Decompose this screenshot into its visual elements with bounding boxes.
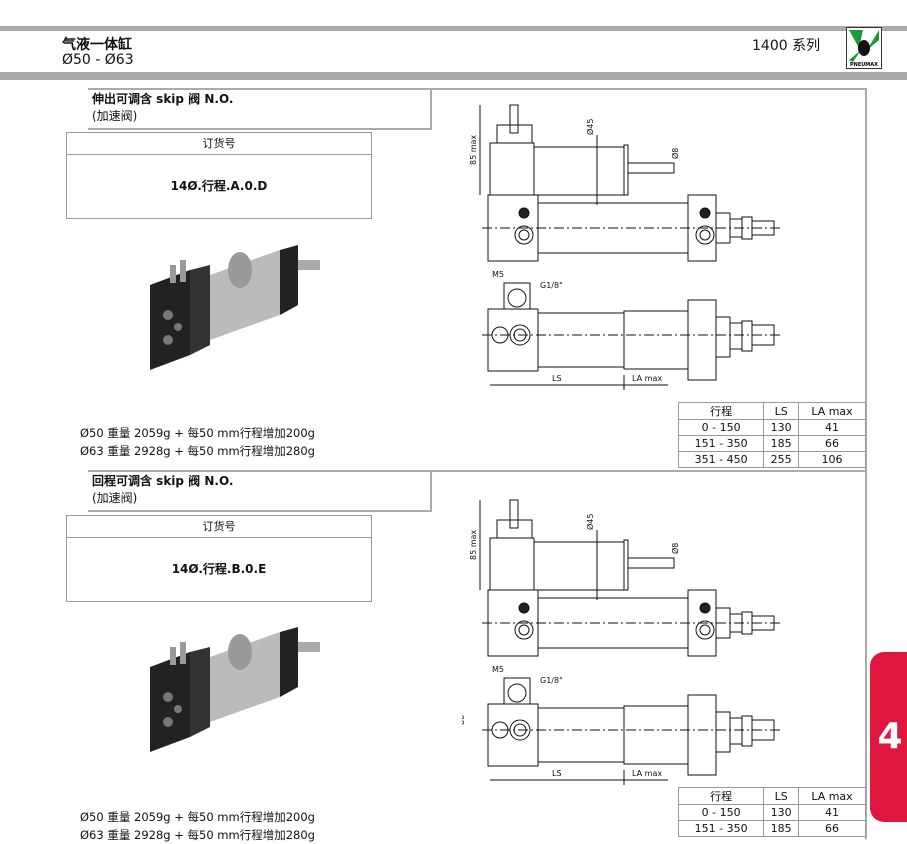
svg-text:G1/8": G1/8" xyxy=(540,676,563,685)
table-cell: 151 - 350 xyxy=(677,820,765,837)
cylinder-photo xyxy=(150,245,320,370)
svg-text:Ø8: Ø8 xyxy=(670,148,680,159)
weight-info: Ø50 重量 2059g + 每50 mm行程增加200g Ø63 重量 292… xyxy=(80,424,315,460)
header-ls: LS xyxy=(763,402,800,420)
header-ls: LS xyxy=(763,787,800,805)
pneumax-logo: PNEUMAX xyxy=(846,27,882,69)
svg-text:LS: LS xyxy=(552,374,562,383)
section-frame xyxy=(88,88,867,470)
header-stroke: 行程 xyxy=(677,402,765,420)
svg-text:Ø45: Ø45 xyxy=(585,119,595,135)
section-title-box: 回程可调含 skip 阀 N.O. (加速阀) xyxy=(88,470,432,512)
table-cell: 185 xyxy=(763,820,800,837)
svg-text:LA max: LA max xyxy=(632,769,662,778)
section-subtitle: (加速阀) xyxy=(92,109,138,123)
order-code: 14Ø.行程.A.0.D xyxy=(170,179,268,193)
svg-text:Ø8: Ø8 xyxy=(670,543,680,554)
svg-text:85 max: 85 max xyxy=(469,530,478,560)
table-cell: 106 xyxy=(798,451,866,468)
table-cell: 0 - 150 xyxy=(677,804,765,821)
svg-text:PNEUMAX: PNEUMAX xyxy=(850,62,878,68)
section-title: 伸出可调含 skip 阀 N.O. xyxy=(92,92,234,106)
weight-line: Ø50 重量 2059g + 每50 mm行程增加200g xyxy=(80,426,315,440)
table-cell: 255 xyxy=(763,451,800,468)
svg-text:LS: LS xyxy=(552,769,562,778)
header-la-max: LA max xyxy=(798,402,866,420)
order-code-label: 订货号 xyxy=(67,516,371,538)
weight-line: Ø63 重量 2928g + 每50 mm行程增加280g xyxy=(80,828,315,842)
chapter-tab: 4 xyxy=(870,652,907,822)
svg-text:85 max: 85 max xyxy=(469,135,478,165)
order-code-label: 订货号 xyxy=(67,133,371,155)
weight-line: Ø50 重量 2059g + 每50 mm行程增加200g xyxy=(80,810,315,824)
svg-text:M5: M5 xyxy=(492,665,504,674)
table-cell: 151 - 350 xyxy=(677,435,765,452)
technical-drawing: 85 max Ø45 Ø8 M5 G1/8" LS LA max xyxy=(469,104,782,390)
order-code-box: 订货号 14Ø.行程.A.0.D xyxy=(66,132,372,219)
section-title-box: 伸出可调含 skip 阀 N.O. (加速阀) xyxy=(88,88,432,130)
svg-text:Ø45: Ø45 xyxy=(585,514,595,530)
svg-text:LA max: LA max xyxy=(632,374,662,383)
table-cell: 0 - 150 xyxy=(677,419,765,436)
table-cell: 130 xyxy=(763,804,800,821)
cylinder-photo xyxy=(150,627,320,752)
svg-text:80: 80 xyxy=(462,715,466,725)
table-cell: 185 xyxy=(763,435,800,452)
section-frame xyxy=(88,470,867,839)
order-code: 14Ø.行程.B.0.E xyxy=(171,562,267,576)
order-code-box: 订货号 14Ø.行程.B.0.E xyxy=(66,515,372,602)
table-cell: 66 xyxy=(798,820,866,837)
table-cell: 351 - 450 xyxy=(677,451,765,468)
table-cell: 66 xyxy=(798,435,866,452)
technical-drawing: 85 max Ø45 Ø8 M5 G1/8" 80 LS LA max xyxy=(462,499,782,785)
section-subtitle: (加速阀) xyxy=(92,491,138,505)
header-rule xyxy=(0,72,907,80)
section-title: 回程可调含 skip 阀 N.O. xyxy=(92,474,234,488)
table-cell: 41 xyxy=(798,419,866,436)
svg-text:M5: M5 xyxy=(492,270,504,279)
series-label: 1400 系列 xyxy=(752,38,821,54)
page-title: 气液一体缸 xyxy=(62,37,132,53)
table-cell: 41 xyxy=(798,804,866,821)
header-stroke: 行程 xyxy=(677,787,765,805)
size-range: Ø50 - Ø63 xyxy=(62,52,134,68)
header-la-max: LA max xyxy=(798,787,866,805)
table-cell: 130 xyxy=(763,419,800,436)
top-rule xyxy=(0,26,907,31)
svg-text:G1/8": G1/8" xyxy=(540,281,563,290)
weight-line: Ø63 重量 2928g + 每50 mm行程增加280g xyxy=(80,444,315,458)
